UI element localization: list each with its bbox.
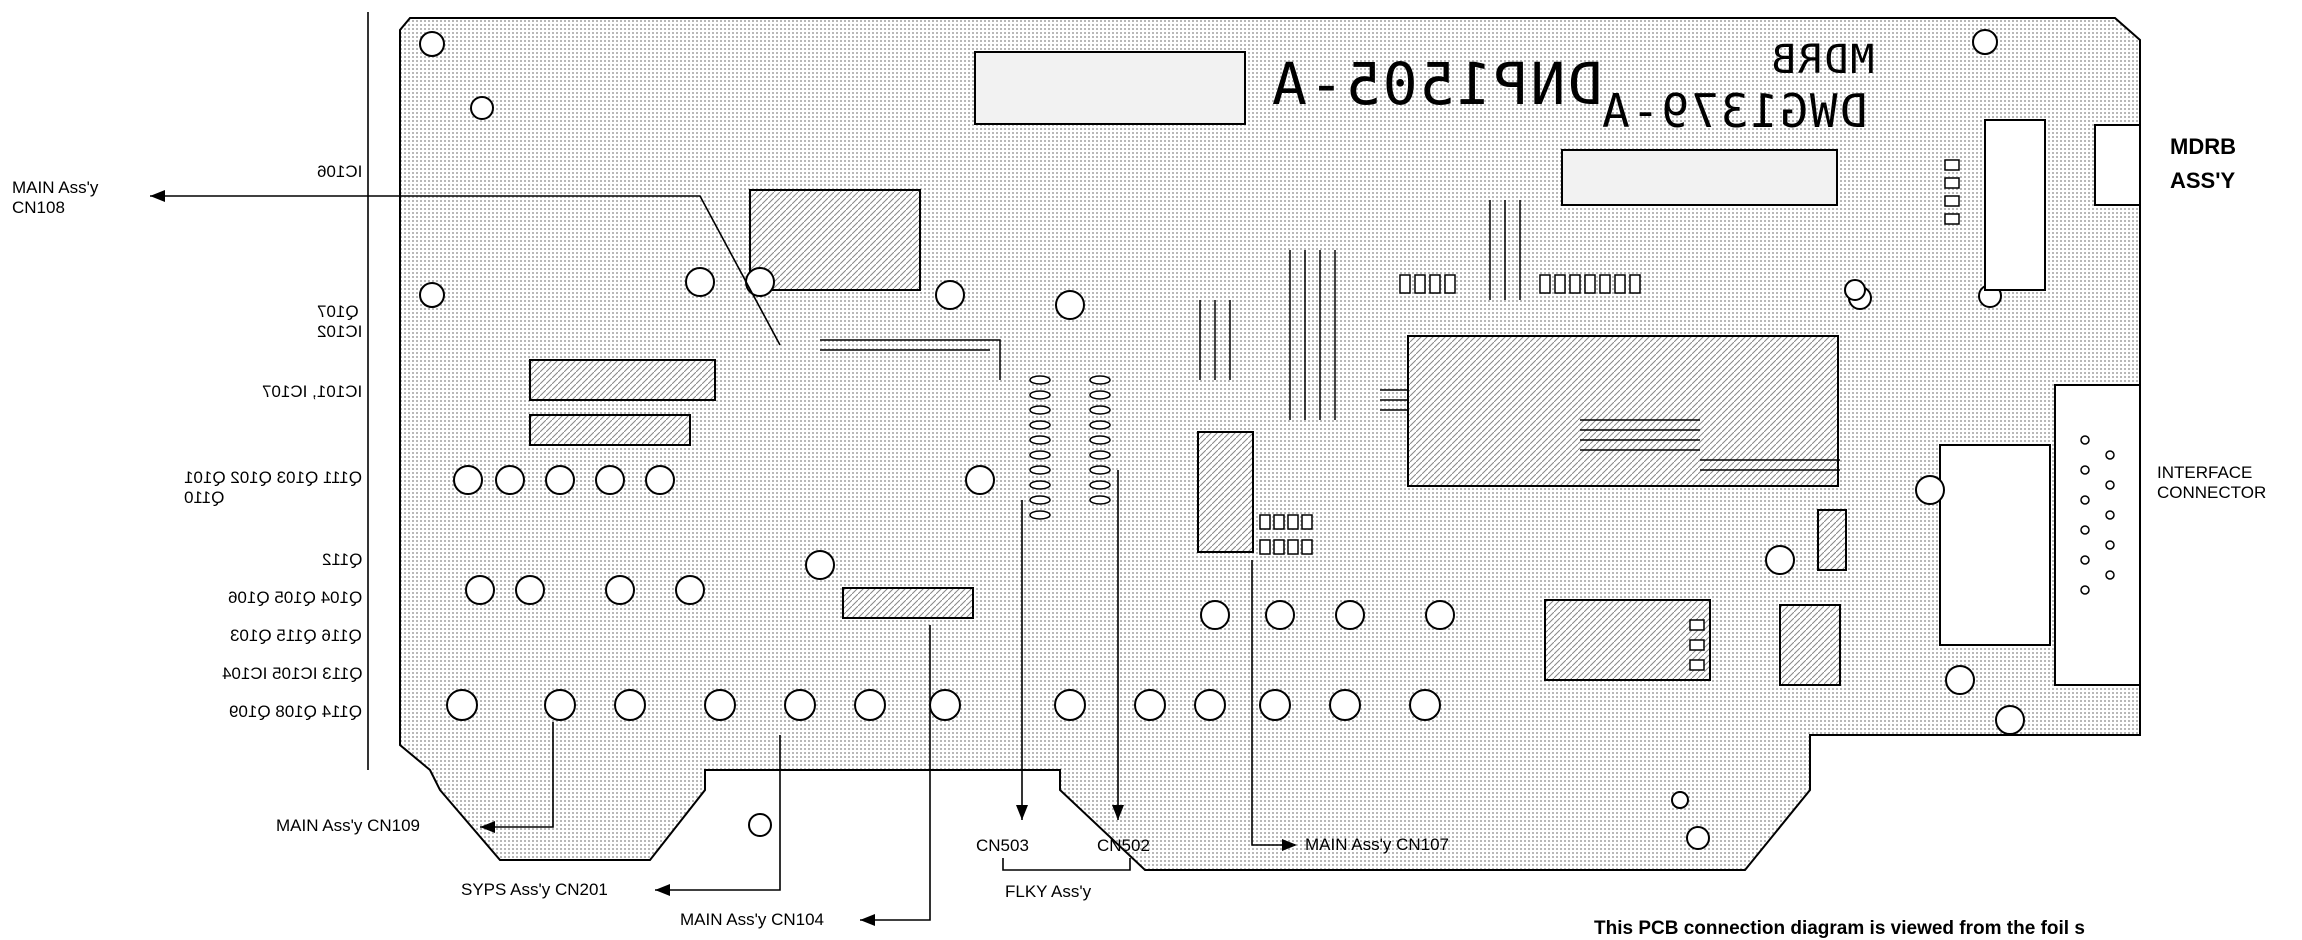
- pads: [1259, 159, 1960, 671]
- label-flky-assy: FLKY Ass'y: [1005, 882, 1092, 901]
- label-main-cn108: MAIN Ass'y CN108: [12, 178, 99, 217]
- silk-blocks: [974, 51, 1838, 206]
- pin-header-cn502: [1089, 375, 1111, 505]
- label-main-cn104: MAIN Ass'y CN104: [680, 910, 825, 929]
- side-label-q114-q109: Q114 Q108 Q109: [229, 702, 362, 721]
- ic-bodies: [529, 189, 1847, 686]
- label-cn503: CN503: [976, 836, 1029, 855]
- side-label-q113-ic104: Q113 IC105 IC104: [221, 664, 363, 683]
- traces: [820, 200, 1840, 471]
- side-label-ic106: IC106: [316, 162, 362, 181]
- label-syps-cn201: SYPS Ass'y CN201: [461, 880, 608, 899]
- side-label-q116-q103: Q116 Q115 Q103: [230, 626, 362, 645]
- silk-dwg-number: DWG1379-A: [1600, 84, 1868, 138]
- label-mdrb-assy: MDRB ASS'Y: [2170, 134, 2236, 193]
- side-label-q107-ic102: Q107 IC102: [317, 302, 362, 342]
- pin-header-interface: [2080, 435, 2115, 595]
- pin-header-cn503: [1029, 375, 1051, 520]
- connector-blocks: [1939, 119, 2141, 686]
- label-interface-connector: INTERFACE CONNECTOR: [2157, 463, 2267, 502]
- side-label-q112: Q112: [321, 550, 362, 569]
- mounting-holes: [419, 29, 2002, 850]
- label-main-cn107: MAIN Ass'y CN107: [1305, 835, 1450, 854]
- arrowheads: [150, 190, 1297, 926]
- silk-part-number: DNP1505-A: [1270, 50, 1603, 118]
- side-label-q111-q110: Q111 Q103 Q102 Q101 Q110: [184, 468, 362, 508]
- side-label-q104-q106: Q104 Q105 Q106: [227, 588, 362, 607]
- side-label-q107-ic102-text: Q107 IC102: [316, 302, 362, 341]
- leader-lines: [150, 12, 1295, 921]
- footnote: This PCB connection diagram is viewed fr…: [1594, 918, 2085, 939]
- label-cn502: CN502: [1097, 836, 1150, 855]
- label-main-cn109: MAIN Ass'y CN109: [276, 816, 421, 835]
- side-label-q111-q110-text: Q111 Q103 Q102 Q101 Q110: [184, 468, 362, 507]
- silk-board-name: MDRB: [1770, 37, 1875, 83]
- side-label-ic101-ic107: IC101, IC107: [261, 382, 362, 401]
- components: [446, 267, 2025, 735]
